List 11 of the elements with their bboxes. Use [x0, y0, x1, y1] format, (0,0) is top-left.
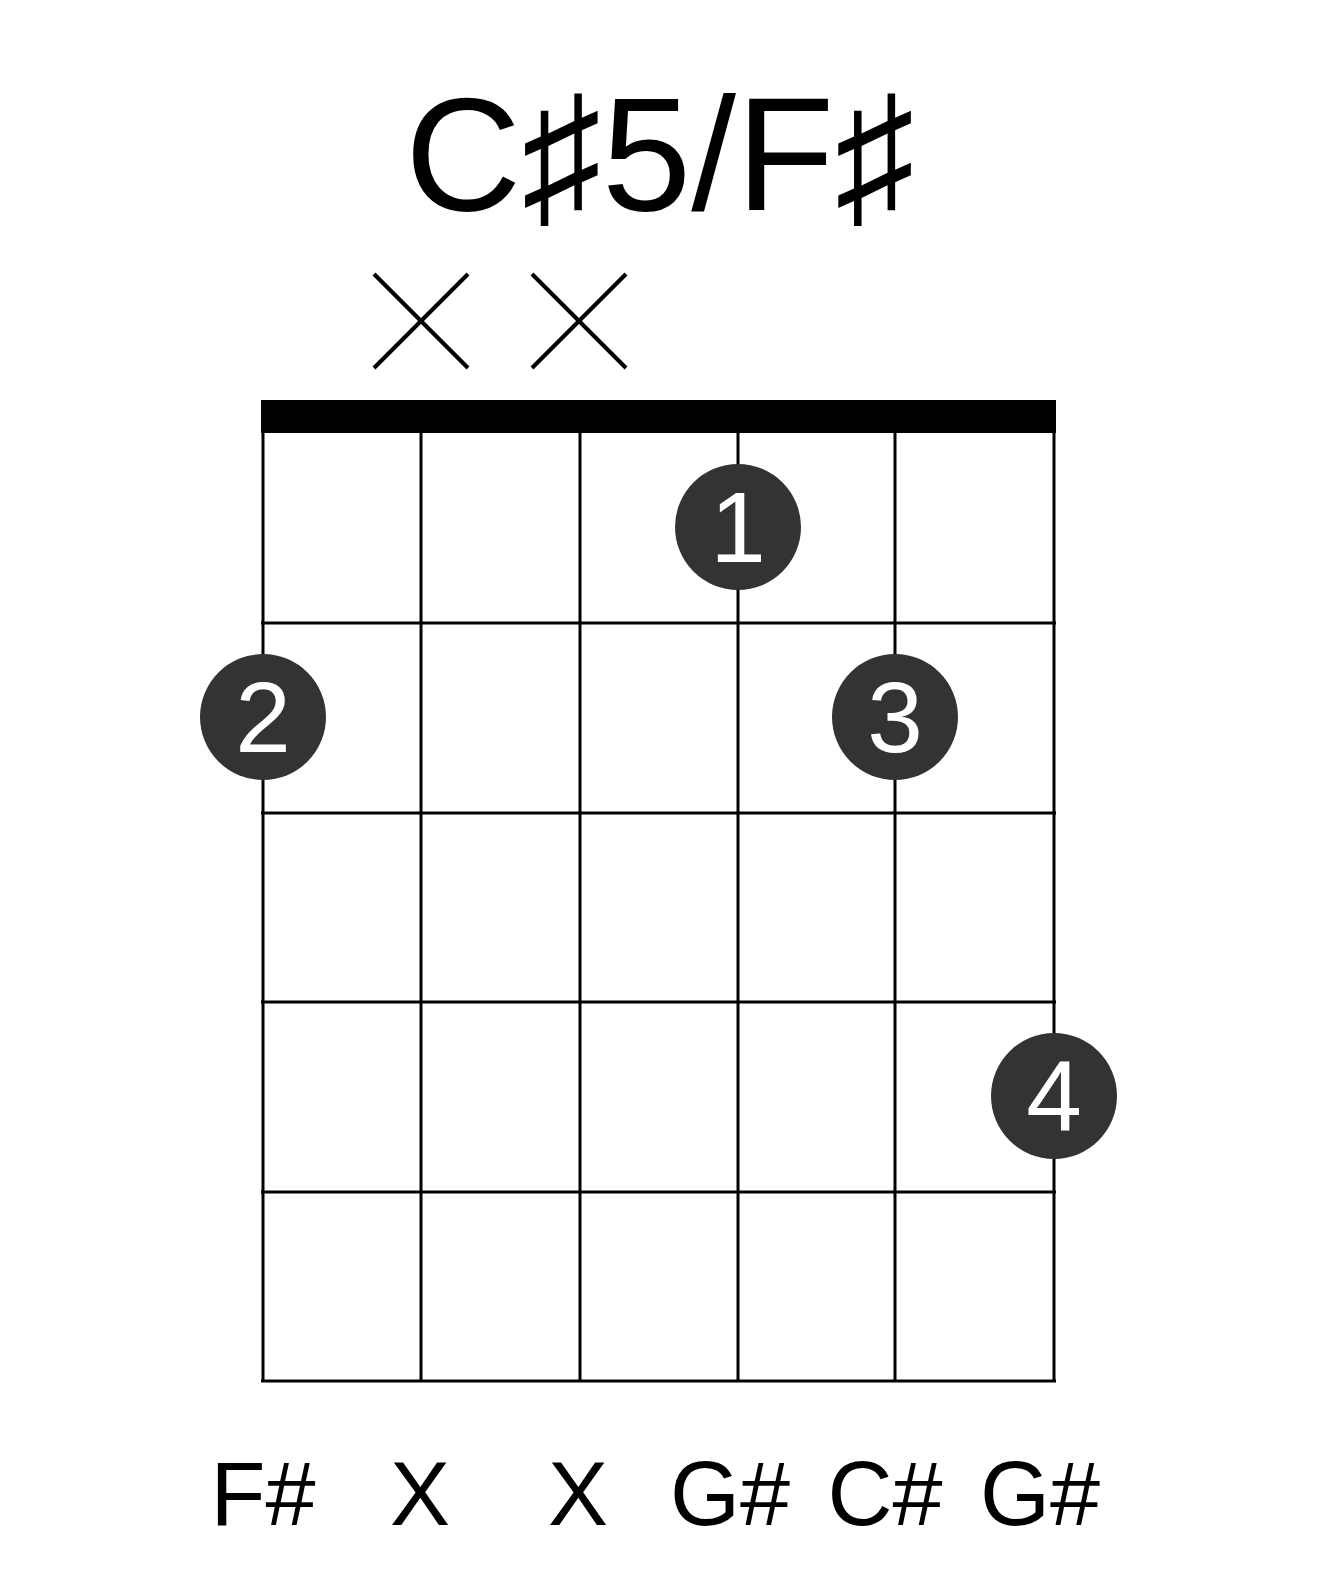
string-label: X: [548, 1449, 608, 1539]
chord-title: C♯5/F♯: [405, 74, 915, 235]
string-label: G#: [979, 1449, 1101, 1539]
finger-dot: 3: [832, 654, 958, 780]
string-label: F#: [210, 1449, 316, 1539]
finger-dot: 2: [200, 654, 326, 780]
string-label: C#: [827, 1449, 943, 1539]
string-label: G#: [669, 1449, 791, 1539]
string-label: X: [390, 1449, 450, 1539]
finger-dot: 4: [991, 1033, 1117, 1159]
finger-dot: 1: [675, 464, 801, 590]
